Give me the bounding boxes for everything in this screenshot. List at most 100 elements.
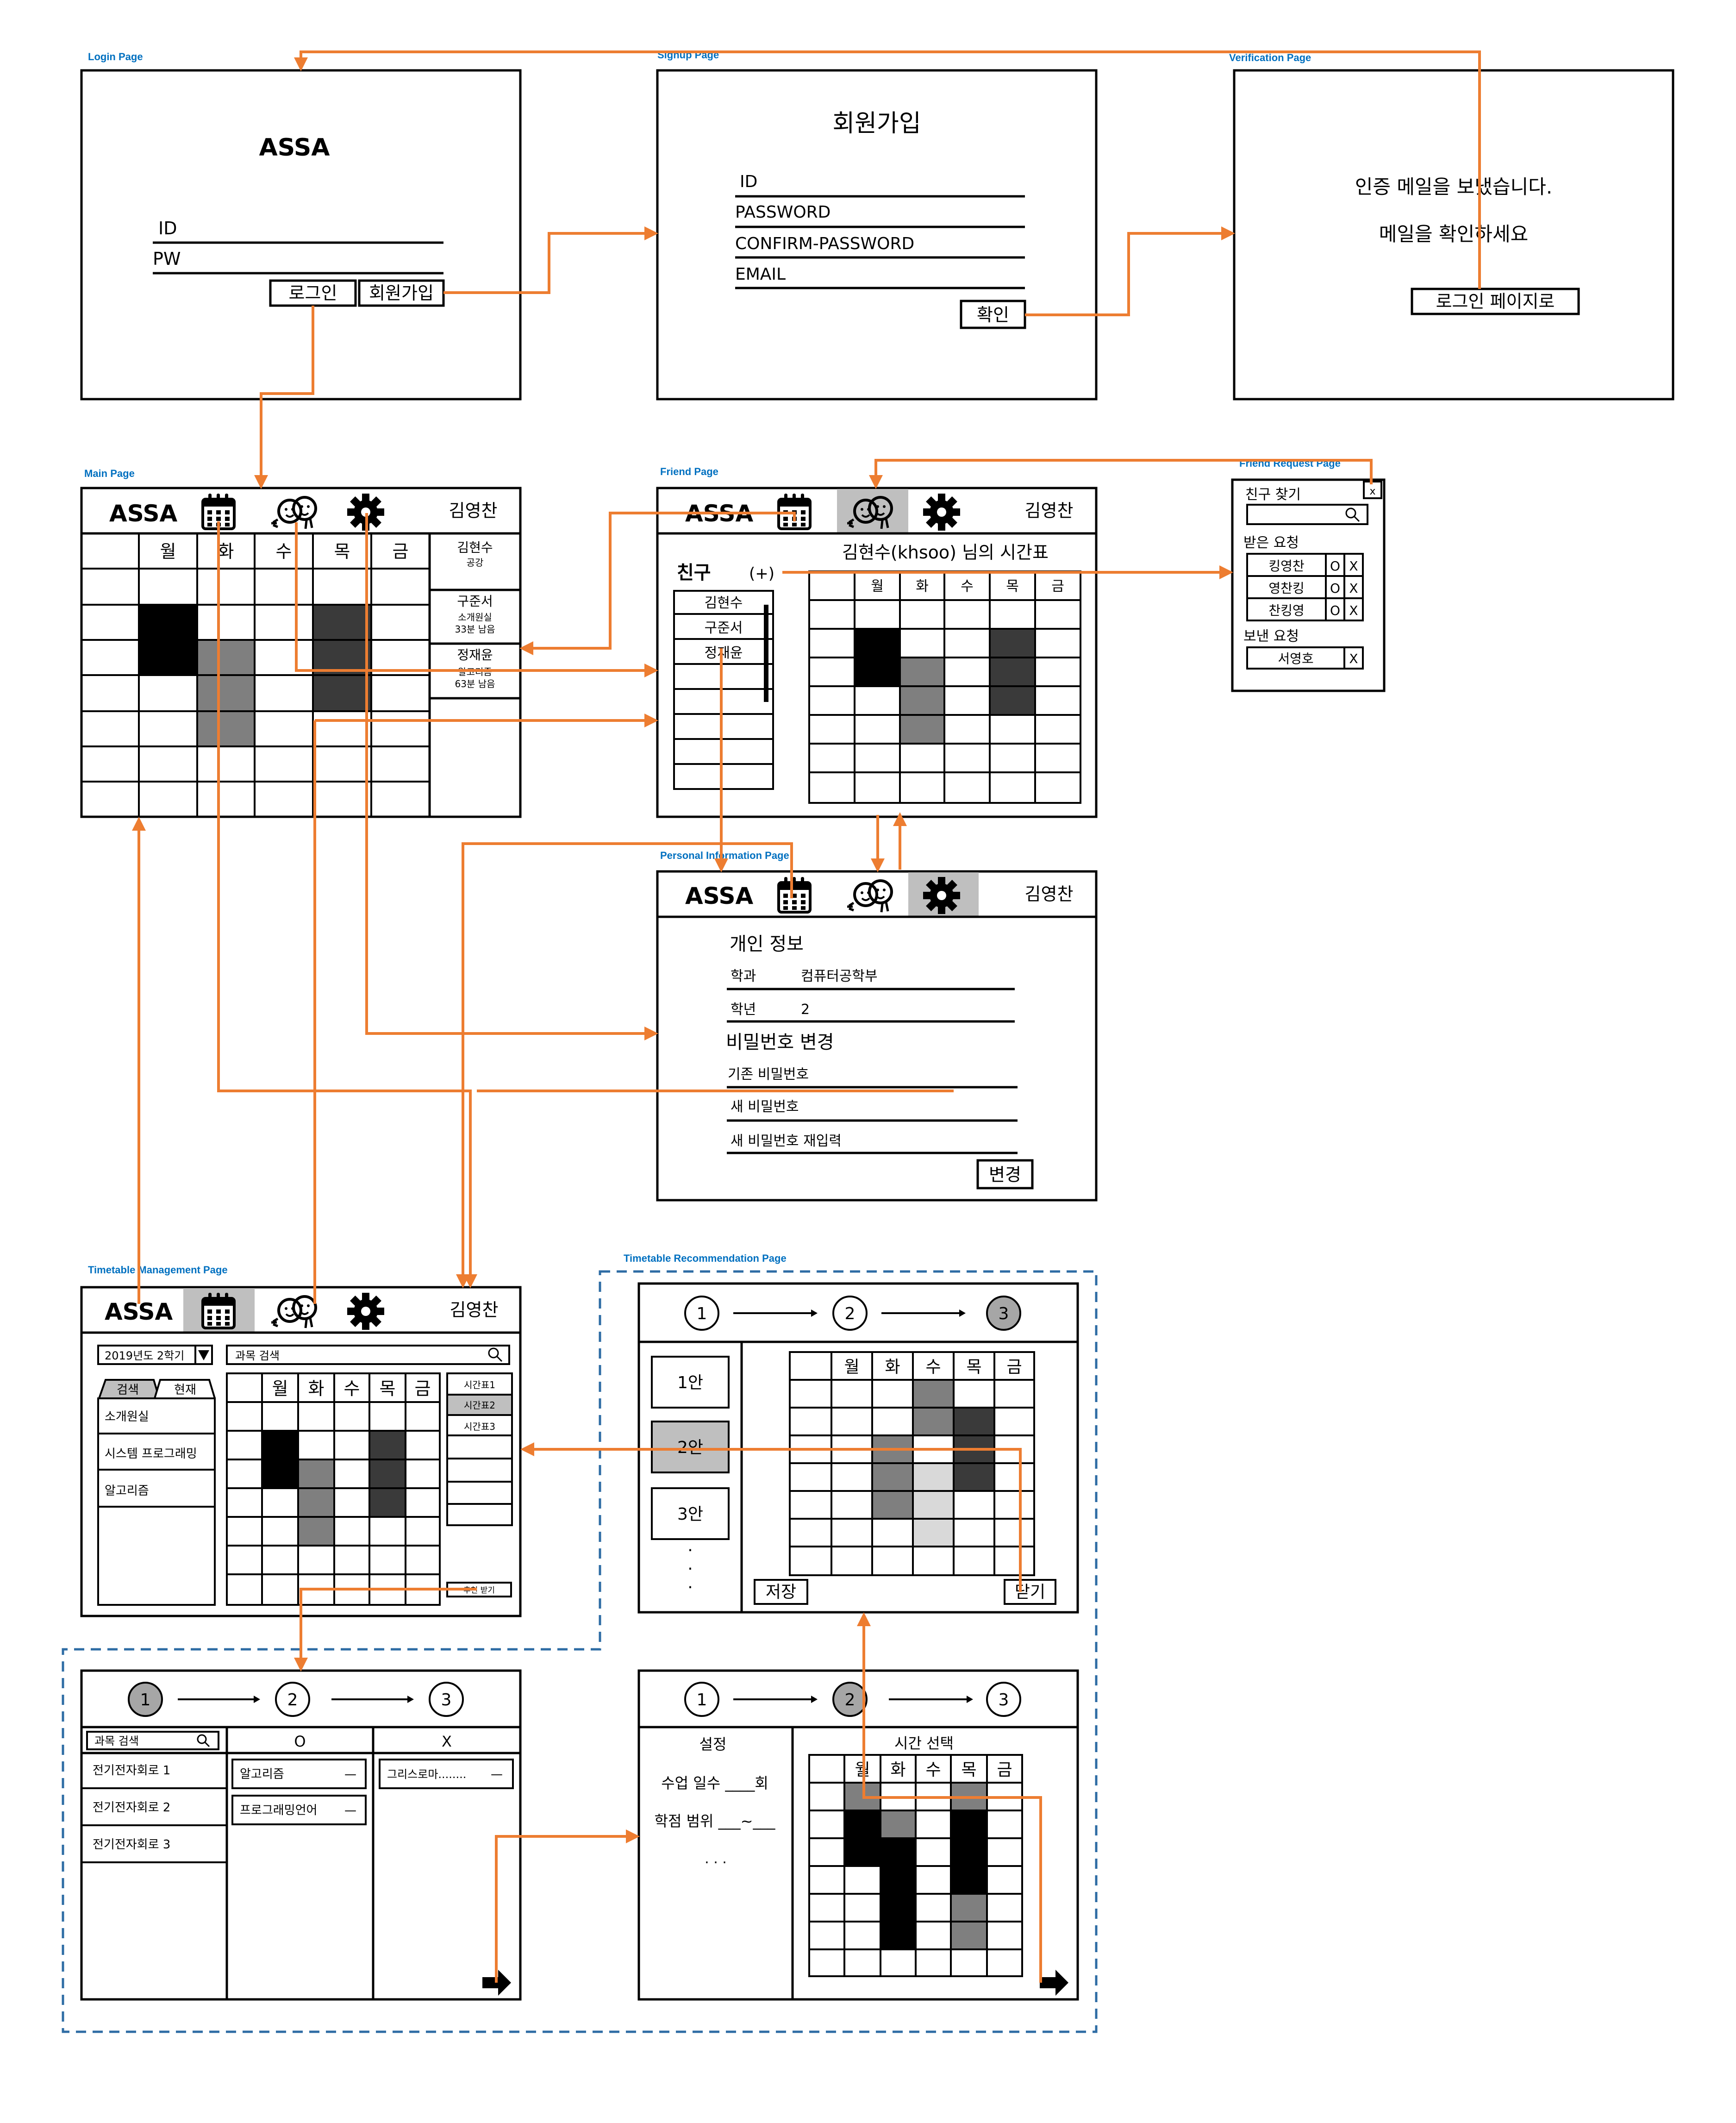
flow-login-to-signup	[443, 226, 658, 294]
rec-option-3[interactable]: 3안	[651, 1487, 730, 1540]
friend-list-item-3[interactable]: 정재윤	[705, 645, 743, 661]
main-friend-2-name[interactable]: 구준서	[457, 594, 493, 609]
s2-settings-label: 설정	[699, 1735, 727, 1753]
subject-item-1[interactable]: 소개원실	[105, 1410, 149, 1424]
s1-subject-2[interactable]: 전기전자회로 2	[93, 1801, 170, 1815]
tm-day-mon: 월	[272, 1378, 288, 1399]
gear-icon[interactable]	[923, 877, 960, 914]
main-friend-1-name[interactable]: 김현수	[457, 540, 493, 555]
search-icon[interactable]	[488, 1347, 503, 1362]
s1-subject-3[interactable]: 전기전자회로 3	[93, 1838, 170, 1852]
change-password-button[interactable]: 변경	[976, 1159, 1034, 1190]
subject-item-2[interactable]: 시스템 프로그래밍	[105, 1447, 197, 1461]
accept-button-2[interactable]: O	[1330, 581, 1340, 596]
step-2-label: 2	[845, 1304, 856, 1323]
personal-user-name: 김영찬	[1025, 884, 1074, 904]
flow-login-to-main	[254, 306, 314, 489]
gear-icon[interactable]	[923, 494, 960, 531]
rec-more-dot-3: ·	[687, 1578, 693, 1597]
received-requests-label: 받은 요청	[1243, 535, 1299, 551]
saved-timetable-3[interactable]: 시간표3	[464, 1421, 495, 1432]
reject-button-3[interactable]: X	[1349, 603, 1358, 618]
new-password-label: 새 비밀번호	[731, 1099, 799, 1115]
saved-timetable-1[interactable]: 시간표1	[464, 1379, 495, 1390]
s1-search-input[interactable]: 과목 검색	[86, 1731, 219, 1750]
flow-rec-close-to-tm	[520, 1442, 1022, 1592]
tm-day-wed: 수	[344, 1378, 360, 1399]
recommend-page-title: Timetable Recommendation Page	[624, 1253, 787, 1264]
flow-signup-to-verification	[1025, 226, 1235, 316]
s1-o-item-1[interactable]: 알고리즘 —	[231, 1759, 367, 1789]
add-friend-button[interactable]: (+)	[749, 564, 774, 583]
s1-x-item-1[interactable]: 그리스로마........ —	[379, 1759, 514, 1789]
rec-option-1[interactable]: 1안	[651, 1356, 730, 1409]
gear-icon[interactable]	[347, 1293, 384, 1330]
login-page-title: Login Page	[88, 51, 143, 63]
main-friend-3-name[interactable]: 정재윤	[457, 647, 493, 663]
s1-o-item-2[interactable]: 프로그래밍언어 —	[231, 1795, 367, 1825]
main-day-thu: 목	[334, 541, 350, 562]
signup-field-email: EMAIL	[735, 265, 786, 284]
accept-button-1[interactable]: O	[1330, 558, 1340, 574]
rec-save-button[interactable]: 저장	[754, 1579, 808, 1605]
tm-day-fri: 금	[415, 1378, 431, 1399]
subject-search-placeholder: 과목 검색	[235, 1349, 280, 1362]
s1-o-item-1-remove[interactable]: —	[344, 1767, 356, 1781]
semester-select[interactable]: 2019년도 2학기	[97, 1345, 213, 1365]
s2-ellipsis: . . .	[705, 1851, 727, 1867]
friend-day-mon: 월	[871, 578, 884, 595]
rec-option-2-selected[interactable]: 2안	[651, 1421, 730, 1473]
reject-button-1[interactable]: X	[1349, 558, 1358, 574]
rec-day-tue: 화	[885, 1358, 900, 1377]
tab-current-label: 현재	[174, 1383, 196, 1397]
subject-search-input[interactable]: 과목 검색	[226, 1345, 510, 1365]
rec-close-button[interactable]: 닫기	[1004, 1579, 1056, 1605]
friend-day-thu: 목	[1006, 578, 1019, 595]
received-requests-table: 킹영찬 영찬킹 찬킹영 O O O X X X	[1246, 553, 1364, 621]
step-3-circle-active	[986, 1296, 1021, 1331]
rec-option-3-label: 3안	[677, 1505, 703, 1524]
rec-day-fri: 금	[1006, 1358, 1022, 1377]
friend-list-item-1[interactable]: 김현수	[705, 595, 743, 611]
accept-button-3[interactable]: O	[1330, 603, 1340, 618]
signup-button[interactable]: 회원가입	[358, 279, 445, 307]
step-3-label: 3	[999, 1304, 1009, 1323]
friend-list-scrollbar[interactable]	[764, 605, 768, 702]
go-login-button[interactable]: 로그인 페이지로	[1411, 288, 1580, 315]
friend-page: ASSA 김영찬 친구 (+) 김현수 구준서 정재윤 김현수(khsoo) 님…	[656, 487, 1098, 818]
calendar-icon[interactable]	[779, 877, 810, 912]
rec-day-thu: 목	[966, 1358, 981, 1377]
s2-days-per-week[interactable]: 수업 일수 ____회	[661, 1774, 768, 1792]
s1-subject-1[interactable]: 전기전자회로 1	[93, 1764, 170, 1778]
find-friend-input[interactable]	[1246, 504, 1368, 525]
signup-confirm-button[interactable]: 확인	[960, 300, 1026, 329]
tm-timetable: 월 화 수 목 금	[226, 1372, 441, 1606]
search-icon[interactable]	[197, 1734, 210, 1747]
tab-search-label: 검색	[117, 1383, 139, 1397]
rec-more-dot-2: ·	[687, 1559, 693, 1578]
received-request-2: 영찬킹	[1268, 581, 1304, 596]
saved-timetable-2[interactable]: 시간표2	[464, 1400, 495, 1411]
friend-timetable-heading: 김현수(khsoo) 님의 시간표	[842, 542, 1049, 563]
signup-page: 회원가입 ID PASSWORD CONFIRM-PASSWORD EMAIL …	[656, 69, 1098, 401]
search-icon[interactable]	[1345, 507, 1360, 522]
s1-step-3-circle	[429, 1682, 464, 1717]
flow-personal-calendar-to-tm	[456, 842, 793, 1288]
subject-item-3[interactable]: 알고리즘	[105, 1484, 149, 1498]
cancel-request-button[interactable]: X	[1349, 651, 1358, 666]
friend-list-item-2[interactable]: 구준서	[705, 620, 743, 636]
tab-current[interactable]	[154, 1379, 216, 1399]
subject-list: 소개원실 시스템 프로그래밍 알고리즘	[97, 1397, 216, 1606]
dropdown-arrow-icon[interactable]	[198, 1350, 209, 1360]
s1-step-3-label: 3	[441, 1691, 452, 1710]
calendar-icon[interactable]	[203, 1293, 234, 1328]
personal-info-page: ASSA 김영찬 개인 정보 학과 컴퓨터공학부 학년 2 비밀번호 변경 기존…	[656, 870, 1098, 1202]
s2-credit-range[interactable]: 학점 범위 ___~___	[655, 1812, 776, 1830]
s1-x-item-1-remove[interactable]: —	[491, 1767, 503, 1781]
s2-time-grid[interactable]: 월 화 수 목 금	[808, 1754, 1023, 1977]
personal-info-heading: 개인 정보	[730, 933, 804, 955]
s1-o-item-2-remove[interactable]: —	[344, 1804, 356, 1817]
reject-button-2[interactable]: X	[1349, 581, 1358, 596]
calendar-icon[interactable]	[779, 494, 810, 529]
login-button[interactable]: 로그인	[269, 279, 357, 307]
